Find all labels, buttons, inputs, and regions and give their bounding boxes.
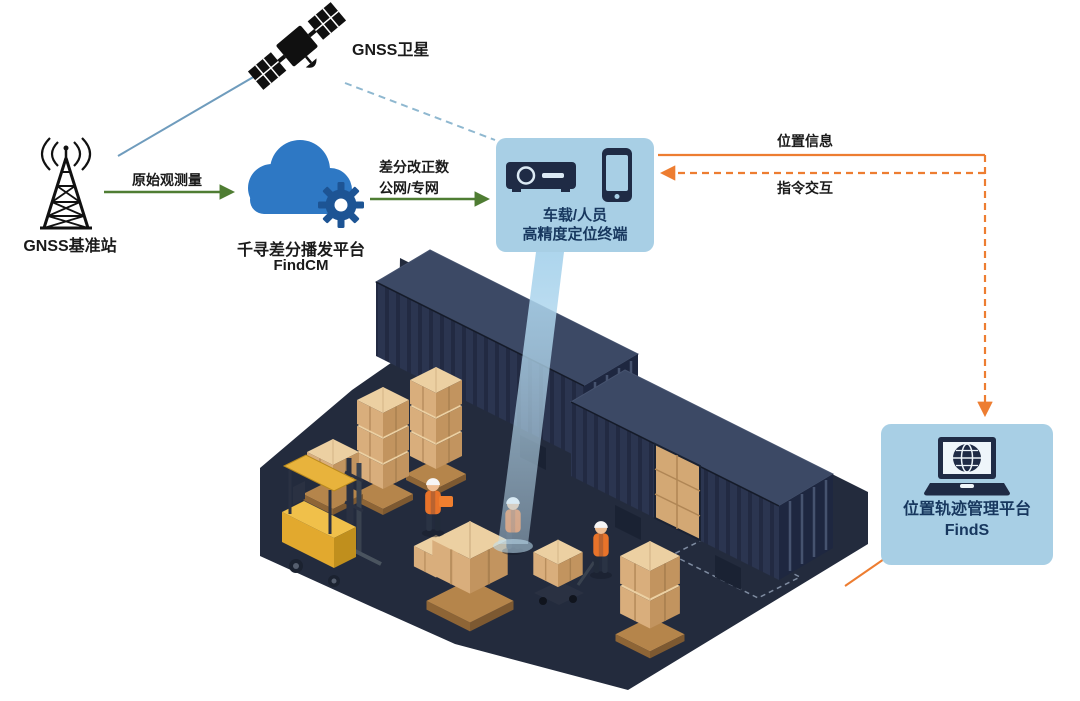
- laptop-globe-icon: [924, 437, 1010, 496]
- cloud-platform-product: FindCM: [273, 257, 329, 274]
- link-satellite-basestation: [117, 71, 263, 157]
- position-info-label: 位置信息: [777, 133, 833, 149]
- radio-tower-icon: [40, 137, 92, 230]
- callout-finds-to-yard: [844, 556, 888, 587]
- terminal-panel-line1: 车载/人员: [542, 207, 608, 224]
- satellite-icon: [247, 2, 347, 90]
- pallet-stack: [616, 541, 685, 658]
- pallet-stack: [406, 367, 466, 495]
- smartphone-icon: [602, 148, 632, 202]
- cloud-gear-icon: [248, 140, 364, 228]
- finds-panel-line1: 位置轨迹管理平台: [902, 501, 1031, 518]
- finds-panel-line2: FindS: [944, 522, 990, 539]
- pallet-jack-icon: [532, 538, 596, 605]
- cloud-platform-name: 千寻差分播发平台: [236, 242, 365, 259]
- forklift-icon: [282, 454, 382, 587]
- corrections-label-line1: 差分改正数: [379, 159, 449, 175]
- finds-platform-panel: 位置轨迹管理平台 FindS: [881, 424, 1053, 565]
- terminal-panel: 车载/人员 高精度定位终端: [496, 138, 654, 252]
- globe-icon: [953, 443, 981, 473]
- terminal-panel-line2: 高精度定位终端: [522, 226, 628, 243]
- terminal-device-icons: [506, 148, 632, 202]
- raw-observation-label: 原始观测量: [132, 172, 202, 188]
- warehouse-isometric-illustration: [260, 249, 868, 690]
- positioning-beam: [498, 252, 564, 544]
- base-station-label: GNSS基准站: [23, 238, 117, 255]
- command-interaction-label: 指令交互: [777, 180, 833, 196]
- corrections-label-line2: 公网/专网: [379, 180, 439, 196]
- satellite-label: GNSS卫星: [352, 42, 430, 59]
- shipping-container-right: [569, 369, 835, 580]
- container-open-door-cargo: [654, 442, 701, 542]
- link-satellite-terminal-dashed: [344, 82, 496, 141]
- gear-icon: [318, 182, 364, 228]
- carried-box: [439, 496, 453, 507]
- gnss-receiver-icon: [506, 162, 576, 192]
